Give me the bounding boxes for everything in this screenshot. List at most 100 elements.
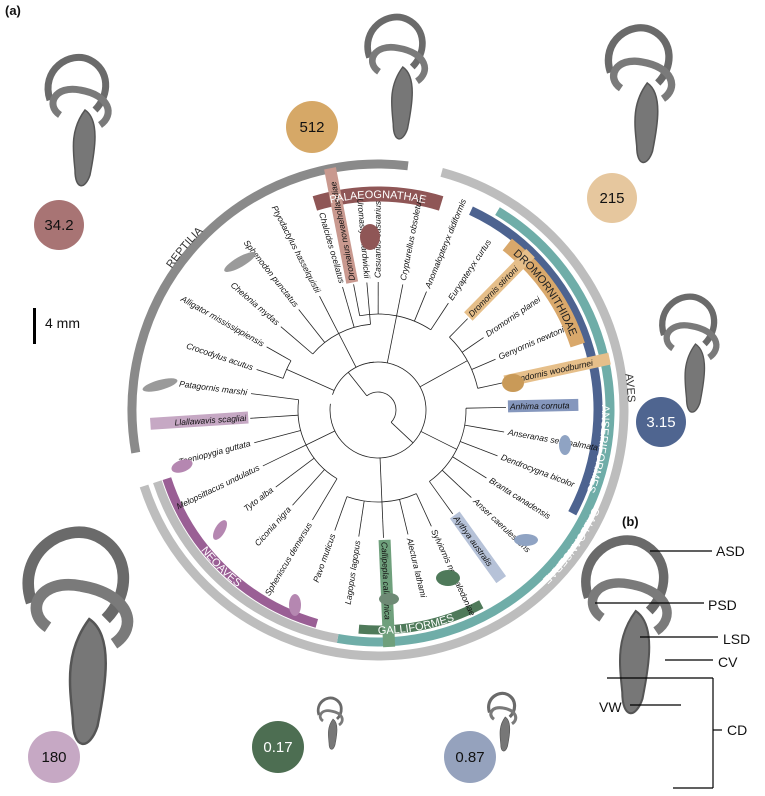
tree-tip	[250, 416, 269, 419]
tree-tip	[251, 393, 269, 397]
tree-branch	[449, 331, 456, 338]
reptilia-ring	[127, 159, 409, 454]
tree-branch	[289, 457, 315, 477]
tree-tip	[262, 457, 280, 467]
tree-tip	[256, 369, 274, 376]
reptilia-label-path	[137, 183, 273, 345]
ear-dromornis-stirtoni	[364, 13, 429, 140]
cochlear-duct	[72, 108, 96, 187]
tree-tip	[454, 318, 468, 332]
flamingo-silhouette	[171, 459, 193, 473]
tree-branch	[441, 469, 459, 486]
taxon-label: Crocodylus acutus	[185, 341, 255, 373]
duck-silhouette	[514, 534, 538, 546]
taxon-label: Chelonia mydas	[229, 280, 282, 328]
tree-tip	[457, 484, 472, 498]
tree-branch	[414, 308, 421, 322]
label-vw: VW	[599, 699, 622, 715]
taxon-label: Callipepla californica	[379, 542, 392, 621]
canal-anterior	[316, 696, 343, 720]
taxon-highlight	[150, 411, 249, 430]
taxon-label: Dendrocygna bicolor	[500, 452, 577, 490]
mass-badge-aythya: 0.87	[444, 731, 496, 783]
tree-branch	[415, 493, 425, 511]
tree-branch	[471, 366, 480, 370]
lizard-silhouette	[224, 252, 256, 272]
taxon-label: Alectura lathami	[405, 536, 429, 600]
tree-branch	[321, 478, 338, 505]
tree-branch	[420, 431, 457, 450]
neoaves-ring	[162, 477, 319, 628]
tree-tip	[419, 291, 427, 309]
taxon-label: Anhima cornuta	[509, 400, 570, 411]
scale-bar	[33, 308, 36, 344]
tree-branch	[294, 338, 313, 355]
tree-root	[366, 391, 397, 423]
tree-tip	[366, 282, 369, 301]
cassowary-silhouette	[360, 224, 380, 250]
taxon-highlight-group	[449, 511, 507, 584]
taxon-label: Crypturellus obsoletus	[398, 196, 424, 281]
cochlear-duct	[634, 81, 659, 164]
tree-tip	[423, 509, 432, 527]
tree-tip	[298, 309, 311, 324]
tree-branch	[381, 501, 384, 520]
canal-lateral	[663, 322, 720, 361]
tree-tip	[353, 284, 358, 303]
ear-aythya	[487, 691, 518, 752]
tree-branch	[286, 368, 335, 391]
canal-anterior	[44, 53, 110, 113]
tree-tip	[275, 475, 291, 488]
tree-tip	[319, 295, 329, 313]
taxon-highlight	[464, 248, 535, 321]
dromornithidae-ring	[502, 238, 585, 348]
clade-rings	[127, 159, 629, 661]
tree-tip	[441, 499, 454, 515]
quail-silhouette	[379, 593, 399, 605]
ear-llallawavis	[22, 526, 134, 746]
screamer-silhouette	[559, 435, 571, 455]
tree-branch	[419, 360, 468, 388]
taxon-label: Anseranas semipalmata	[506, 427, 599, 453]
tree-branch	[282, 355, 292, 362]
canal-anterior	[581, 535, 669, 615]
mass-badge-ilbandornis: 215	[587, 173, 637, 223]
tree-branch	[452, 456, 472, 469]
cochlear-duct	[618, 609, 651, 715]
tree-branch	[304, 469, 325, 493]
canal-anterior	[487, 691, 517, 719]
aves-label-textpath: AVES	[622, 373, 636, 403]
tree-tip	[478, 358, 496, 367]
tree-tip	[468, 337, 484, 349]
palaeognathae-label: PALAEOGNATHAE	[329, 189, 428, 206]
tree-tip	[398, 284, 404, 303]
taxon-label: Lagopus lagopus	[343, 539, 363, 605]
tree-branch	[273, 374, 284, 379]
cochlear-duct	[68, 617, 107, 746]
crocodile-silhouette	[142, 378, 178, 392]
canal-lateral	[587, 578, 672, 636]
tree-branch	[356, 301, 361, 316]
canal-lateral	[30, 578, 134, 649]
penguin-silhouette	[289, 594, 301, 616]
mass-badge-callipepla: 0.17	[252, 721, 304, 773]
galloanserae-ring	[336, 207, 615, 647]
label-psd: PSD	[708, 597, 737, 613]
tree-branch	[268, 395, 299, 401]
tree-tip	[438, 302, 449, 319]
tree-tip	[403, 516, 409, 535]
tree-branch	[340, 496, 348, 514]
parrot-silhouette	[213, 520, 228, 540]
tree-tip	[312, 504, 322, 521]
panel-b-label: (b)	[622, 514, 639, 529]
cochlear-duct	[684, 343, 706, 413]
tree-branch	[429, 481, 443, 500]
aves-label: AVES	[622, 373, 636, 403]
animal-silhouettes	[142, 224, 571, 616]
tree-tip	[280, 326, 295, 339]
tree-tip	[382, 519, 384, 538]
tree-tip	[480, 449, 498, 457]
tree-branch	[386, 315, 398, 363]
tree-branch	[309, 323, 326, 343]
label-lsd: LSD	[723, 631, 751, 647]
